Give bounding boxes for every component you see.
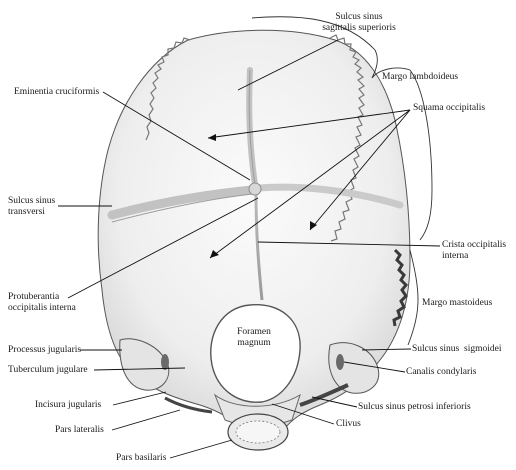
margo-mastoideus-edge — [392, 248, 409, 327]
leader-pars-lateralis — [111, 409, 181, 431]
leader-pars-basilaris — [169, 439, 233, 459]
label-squama-occipitalis: Squama occipitalis — [413, 103, 486, 113]
margo-mastoideus-brace — [407, 249, 419, 346]
label-margo-lambdoideus: Margo lambdoideus — [382, 72, 459, 82]
transverse-sulcus-left-edge — [111, 193, 253, 223]
label-pars-lateralis: Pars lateralis — [55, 425, 104, 435]
leader-crista — [257, 241, 441, 247]
arrowheads — [208, 134, 317, 258]
label-sulcus-sinus-petrosi-inferioris: Sulcus sinus petrosi inferioris — [358, 402, 471, 412]
leader-tuberculum — [93, 367, 186, 371]
leader-squama-2 — [309, 109, 411, 231]
label-clivus: Clivus — [336, 419, 361, 429]
left-base-dark — [164, 396, 213, 414]
leader-incisura — [112, 391, 167, 406]
right-canalis — [336, 354, 344, 370]
leader-clivus — [271, 403, 335, 425]
label-processus-jugularis: Processus jugularis — [8, 345, 82, 355]
leader-petrosi — [311, 396, 358, 408]
bone-body — [97, 29, 411, 429]
foramen-magnum — [210, 304, 301, 403]
leader-squama-3 — [209, 109, 411, 259]
label-eminentia-cruciformis: Eminentia cruciformis — [14, 87, 100, 97]
left-condyle — [119, 338, 170, 391]
label-protuberantia-occipitalis-interna: Protuberantia occipitalis interna — [8, 292, 76, 313]
protuberantia-mark — [248, 182, 262, 196]
label-sulcus-sinus-sigmoidei: Sulcus sinus sigmoidei — [412, 344, 502, 354]
crista-occipitalis — [254, 191, 264, 301]
label-foramen-magnum: Foramen magnum — [237, 327, 271, 348]
left-margin-edge — [145, 37, 191, 141]
label-sulcus-sinus-sagittalis-superioris: Sulcus sinus sagittalis superioris — [322, 12, 396, 33]
label-canalis-condylaris: Canalis condylaris — [406, 367, 477, 377]
leader-protuberantia — [67, 197, 259, 299]
leader-sigmoidei — [361, 348, 412, 351]
margo-lambdoideus-brace — [251, 16, 433, 241]
margo-lambdoideus-edge — [329, 34, 365, 242]
leader-lines — [58, 39, 441, 459]
label-crista-occipitalis-interna: Crista occipitalis interna — [442, 240, 507, 261]
label-sulcus-sinus-transversi: Sulcus sinus transversi — [8, 196, 56, 217]
leader-squama-1 — [207, 109, 411, 139]
right-base-dark — [299, 383, 349, 407]
sagittal-sulcus-edge — [248, 69, 256, 186]
transverse-sulcus-left — [107, 185, 257, 220]
leader-eminentia — [102, 91, 251, 181]
leader-sagittalis — [237, 39, 339, 91]
left-canalis — [161, 354, 169, 370]
transverse-sulcus-right — [254, 183, 404, 209]
label-tuberculum-jugulare: Tuberculum jugulare — [8, 365, 88, 375]
leader-canalis — [343, 361, 406, 373]
label-incisura-jugularis: Incisura jugularis — [35, 400, 102, 410]
label-pars-basilaris: Pars basilaris — [116, 453, 167, 463]
label-margo-mastoideus: Margo mastoideus — [422, 298, 493, 308]
pars-basilaris-surface — [235, 420, 281, 444]
